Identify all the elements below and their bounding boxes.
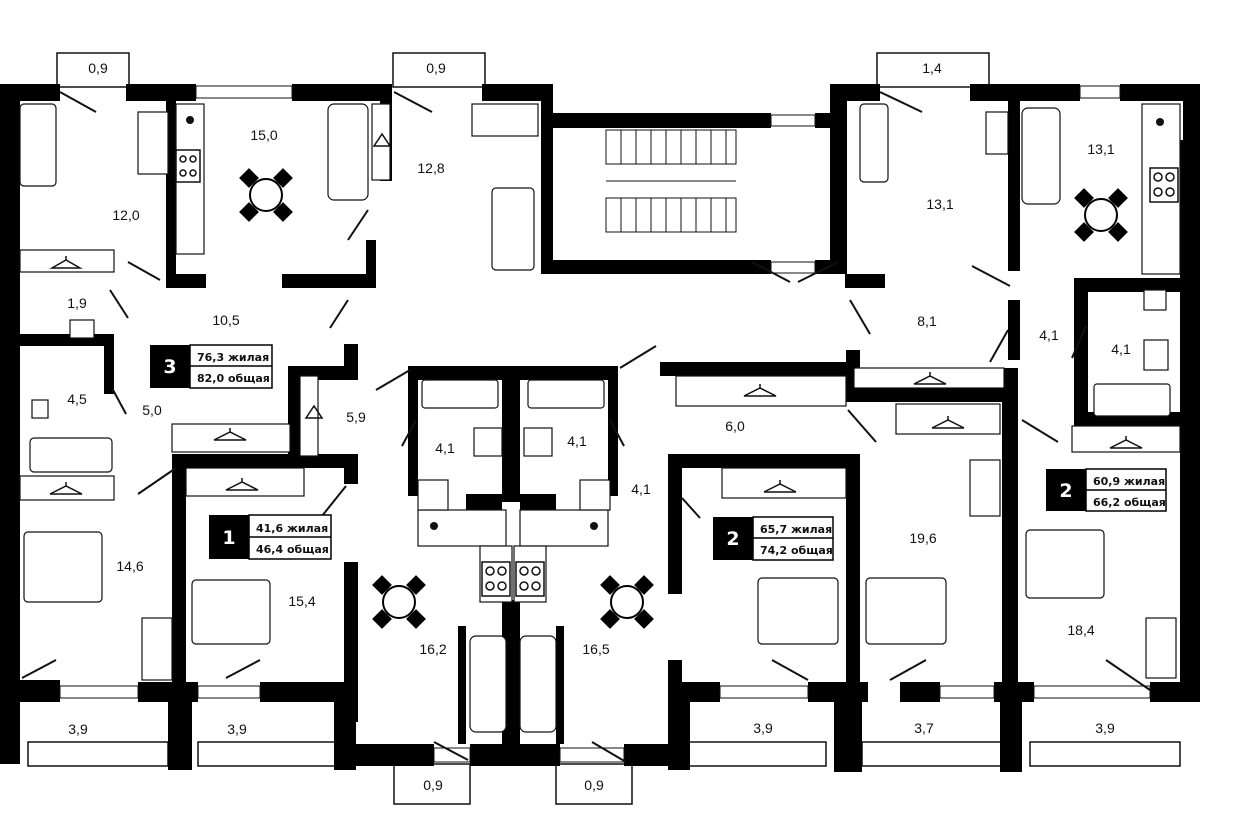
windows — [59, 85, 1151, 763]
apartment-badge-3: 3 76,3 жилая 82,0 общая — [150, 344, 273, 389]
room-area: 4,1 — [435, 440, 455, 456]
bed-single — [859, 103, 889, 183]
apartment-badge-1: 1 41,6 жилая 46,4 общая — [209, 514, 332, 560]
room-area: 0,9 — [88, 60, 108, 76]
room-area: 3,7 — [914, 720, 934, 736]
bathtub — [527, 379, 605, 409]
stoves — [175, 149, 1179, 597]
room-area: 15,0 — [250, 127, 277, 143]
room-area: 10,5 — [212, 312, 239, 328]
bathtub — [29, 437, 113, 473]
apartment-rooms: 1 — [222, 527, 235, 549]
apartment-total-area: 74,2 общая — [760, 544, 833, 557]
staircase — [605, 129, 737, 233]
hanger-icons — [49, 132, 1143, 495]
room-area: 4,5 — [67, 391, 87, 407]
sofa — [327, 103, 369, 201]
room-area: 12,0 — [112, 207, 139, 223]
bed-double — [191, 579, 271, 645]
sofa — [469, 635, 507, 733]
room-area-labels: 0,9 0,9 1,4 12,0 15,0 12,8 13,1 13,1 1,9… — [67, 60, 1131, 793]
apartment-rooms: 2 — [726, 528, 739, 550]
room-area: 6,0 — [725, 418, 745, 434]
room-area: 0,9 — [584, 777, 604, 793]
fixture-dots — [186, 116, 1164, 530]
apartment-total-area: 66,2 общая — [1093, 496, 1166, 509]
apartment-total-area: 46,4 общая — [256, 543, 329, 556]
room-area: 16,5 — [582, 641, 609, 657]
apartment-badge-2b: 2 60,9 жилая 66,2 общая — [1046, 468, 1167, 512]
room-area: 19,6 — [909, 530, 936, 546]
apartment-living-area: 60,9 жилая — [1093, 475, 1165, 488]
room-area: 13,1 — [926, 196, 953, 212]
room-area: 14,6 — [116, 558, 143, 574]
apartment-badge-2a: 2 65,7 жилая 74,2 общая — [713, 516, 834, 561]
room-area: 13,1 — [1087, 141, 1114, 157]
dining-table — [1074, 188, 1128, 242]
room-area: 5,9 — [346, 409, 366, 425]
room-area: 18,4 — [1067, 622, 1094, 638]
room-area: 3,9 — [68, 721, 88, 737]
room-area: 4,1 — [1039, 327, 1059, 343]
bathtub — [491, 187, 535, 271]
dining-table — [239, 168, 293, 222]
bathtub — [1093, 383, 1171, 417]
room-area: 16,2 — [419, 641, 446, 657]
apartment-total-area: 82,0 общая — [197, 372, 270, 385]
room-area: 3,9 — [1095, 720, 1115, 736]
dining-table — [372, 575, 426, 629]
room-area: 3,9 — [753, 720, 773, 736]
room-area: 0,9 — [423, 777, 443, 793]
bathtub — [421, 379, 499, 409]
room-area: 1,9 — [67, 295, 87, 311]
room-area: 15,4 — [288, 593, 315, 609]
room-area: 3,9 — [227, 721, 247, 737]
apartment-rooms: 3 — [163, 356, 176, 378]
room-area: 0,9 — [426, 60, 446, 76]
room-area: 12,8 — [417, 160, 444, 176]
doors — [21, 91, 1151, 763]
apartment-living-area: 76,3 жилая — [197, 351, 269, 364]
bed-double — [1025, 529, 1105, 599]
sofa — [519, 635, 557, 733]
dining-table — [600, 575, 654, 629]
room-area: 4,1 — [1111, 341, 1131, 357]
bed-double — [757, 577, 839, 645]
apartment-living-area: 65,7 жилая — [760, 523, 832, 536]
bed-double — [23, 531, 103, 603]
room-area: 8,1 — [917, 313, 937, 329]
apartment-rooms: 2 — [1059, 480, 1072, 502]
sofa — [1021, 107, 1061, 205]
room-area: 4,1 — [631, 481, 651, 497]
bed-single — [19, 103, 57, 187]
room-area: 1,4 — [922, 60, 942, 76]
room-area: 5,0 — [142, 402, 162, 418]
bed-double — [865, 577, 947, 645]
room-area: 4,1 — [567, 433, 587, 449]
apartment-living-area: 41,6 жилая — [256, 522, 328, 535]
